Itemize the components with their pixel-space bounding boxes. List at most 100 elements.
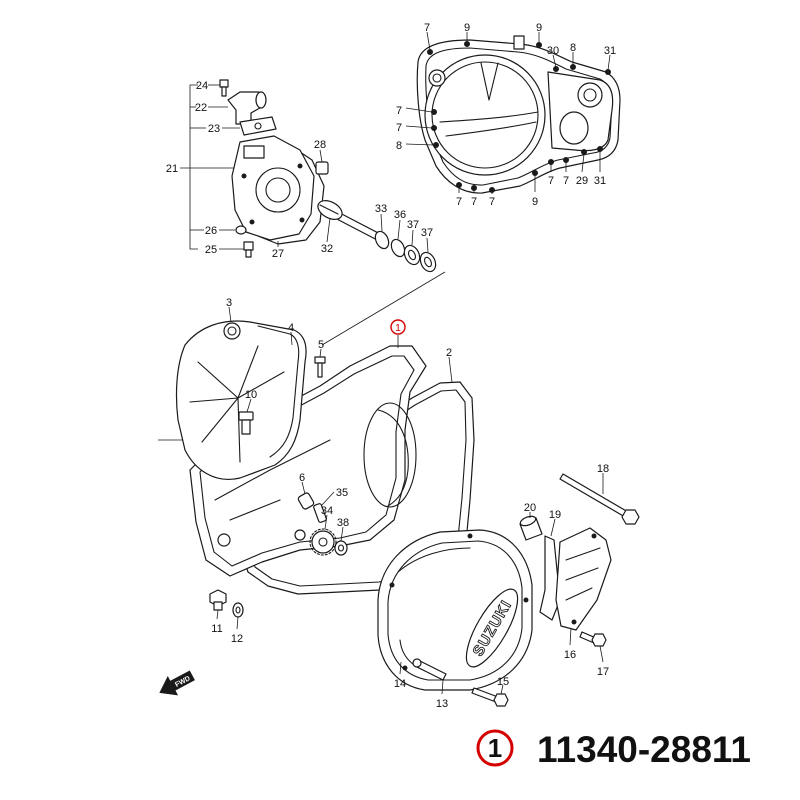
- pump-cover-body: [231, 135, 315, 241]
- bolt-shank: [559, 473, 629, 518]
- oil-level-plug: [238, 411, 254, 435]
- callout-label: 14: [394, 678, 406, 690]
- plug-thread: [241, 419, 251, 435]
- bolt-head: [493, 693, 509, 707]
- mechanical-seal: [374, 230, 390, 250]
- callout-label: 21: [166, 163, 178, 175]
- plug-head: [238, 411, 254, 421]
- gasket-plate: [239, 116, 277, 136]
- gear-washer-hole: [337, 544, 345, 552]
- bolt-head: [563, 157, 569, 163]
- callout-label: 29: [576, 175, 588, 187]
- callout-label: 16: [564, 649, 576, 661]
- magneto-cover-bolt: [471, 687, 509, 707]
- part-reference: 1 11340-28811: [476, 729, 751, 770]
- crankcase-cover-callouts: 3 4 5 2 10 6 35 34 38 18 20 19 11 12 14 …: [211, 297, 609, 710]
- callout-label: 27: [272, 248, 284, 260]
- callout-label: 15: [497, 676, 509, 688]
- arrow-icon: [159, 670, 195, 696]
- magneto-cover: SUZUKI: [377, 529, 533, 691]
- dowel-boss: [294, 529, 306, 541]
- callout-label: 7: [424, 22, 430, 34]
- leader-line: [441, 679, 444, 695]
- callout-label: 7: [396, 122, 402, 134]
- reference-index-ring: [476, 729, 514, 767]
- screw-shank: [221, 86, 227, 97]
- callout-label: 7: [396, 105, 402, 117]
- oil-filler-hole: [432, 73, 442, 83]
- callout-label: 4: [288, 322, 294, 334]
- bolt-head: [591, 633, 607, 647]
- leader-line: [216, 609, 219, 620]
- cooling-fin: [197, 361, 239, 399]
- bolt-head: [241, 173, 247, 179]
- sprocket-cover-gasket: [539, 535, 561, 621]
- pump-cover-volute-inner: [265, 177, 291, 203]
- callout-label: 28: [314, 139, 326, 151]
- callout-label: 20: [524, 502, 536, 514]
- bolt-head: [464, 41, 470, 47]
- bearing-race: [424, 256, 432, 268]
- highlighted-callout: 1: [390, 319, 406, 335]
- callout-label: 25: [205, 244, 217, 256]
- bolt-head: [597, 146, 603, 152]
- leader-line: [326, 217, 331, 243]
- callout-label: 18: [597, 463, 609, 475]
- pump-cover-inlet: [243, 145, 265, 159]
- callout-label: 22: [195, 102, 207, 114]
- bolt-head: [621, 509, 640, 525]
- bolt-head: [532, 170, 538, 176]
- kick-shaft-boss: [577, 82, 603, 108]
- bolt-head: [471, 185, 477, 191]
- bolt-head: [402, 665, 408, 671]
- bolt-head: [389, 582, 395, 588]
- callout-label: 7: [489, 196, 495, 208]
- bolt-head: [299, 217, 305, 223]
- cooling-fin: [189, 397, 239, 403]
- inspection-plug-boss: [559, 111, 589, 145]
- bolt-head: [548, 159, 554, 165]
- callout-label: 31: [604, 45, 616, 57]
- spacer-collar: [519, 515, 543, 541]
- generator-cover: [175, 320, 307, 480]
- clutch-housing-dome: [424, 54, 546, 176]
- callout-label: 9: [536, 22, 542, 34]
- pump-cover-volute: [255, 167, 301, 213]
- bearing-race: [408, 249, 416, 261]
- leader-line: [290, 331, 293, 346]
- oil-fill-boss: [223, 322, 241, 340]
- idle-gear: [309, 528, 337, 556]
- clutch-cover-callouts: 7 9 9 30 8 31 7 7 8 7 7 29 31 7 7 7 9: [396, 22, 616, 208]
- callout-label: 24: [196, 80, 208, 92]
- callout-label: 36: [394, 209, 406, 221]
- long-bolt: [559, 473, 640, 525]
- callout-label: 32: [321, 243, 333, 255]
- dowel-pin: [297, 492, 315, 510]
- idle-gear-shaft: [313, 503, 327, 523]
- magneto-cover-shading: [397, 547, 471, 573]
- crankcase-cover-flange: [199, 355, 415, 567]
- callout-label: 11: [211, 623, 222, 635]
- bolt-head: [433, 142, 439, 148]
- part-number: 11340-28811: [537, 729, 751, 770]
- leader-line: [607, 54, 611, 71]
- crankcase-cover-leaders: [216, 306, 604, 695]
- leader-line: [397, 219, 401, 240]
- dowel-pin: [315, 161, 329, 175]
- callout-label: 7: [563, 175, 569, 187]
- sprocket-cover: [555, 527, 612, 631]
- elbow-outlet: [255, 91, 267, 109]
- callout-label: 19: [549, 509, 561, 521]
- cover-rib: [214, 439, 331, 501]
- magneto-cover-rim: [387, 540, 523, 681]
- forward-direction-marker: FWD: [159, 670, 195, 696]
- clutch-opening-rim: [377, 409, 409, 507]
- callout-label: 7: [456, 196, 462, 208]
- callout-label: 9: [464, 22, 470, 34]
- fwd-label: FWD: [174, 675, 191, 689]
- leader-line: [380, 213, 383, 232]
- bolt-head: [456, 182, 462, 188]
- drain-washer: [235, 225, 247, 235]
- callout-label: 31: [594, 175, 606, 187]
- leader-line: [319, 149, 323, 163]
